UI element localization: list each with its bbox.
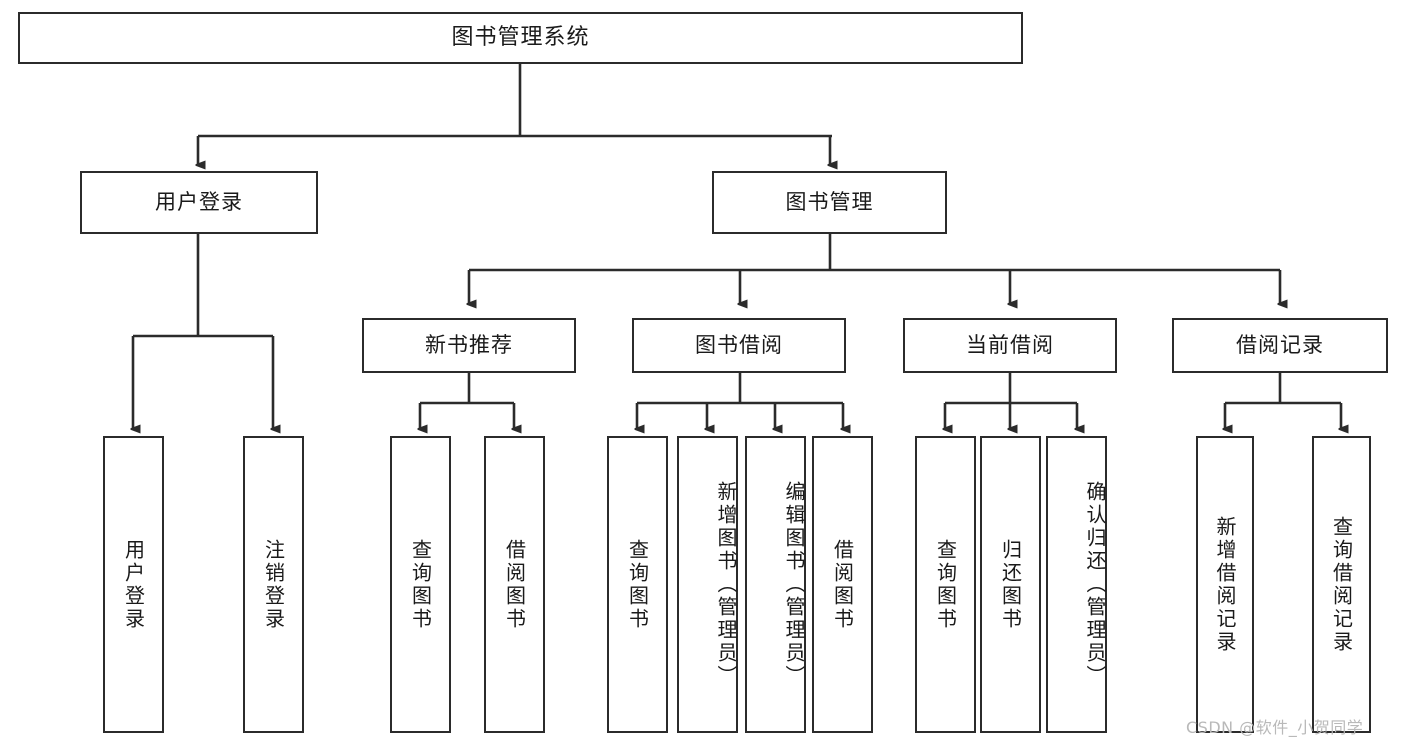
leaf-user-login-signin[interactable]: 用户登录 (103, 436, 164, 733)
node-current-borrow[interactable]: 当前借阅 (903, 318, 1117, 373)
node-root-system[interactable]: 图书管理系统 (18, 12, 1023, 64)
leaf-current-confirm-return-admin[interactable]: 确认归还（管理员） (1046, 436, 1107, 733)
leaf-record-add-borrow-record[interactable]: 新增借阅记录 (1196, 436, 1254, 733)
leaf-current-query-book[interactable]: 查询图书 (915, 436, 976, 733)
leaf-recommend-query-book[interactable]: 查询图书 (390, 436, 451, 733)
leaf-current-return-book[interactable]: 归还图书 (980, 436, 1041, 733)
leaf-user-login-signout[interactable]: 注销登录 (243, 436, 304, 733)
node-book-management[interactable]: 图书管理 (712, 171, 947, 234)
node-new-book-recommend[interactable]: 新书推荐 (362, 318, 576, 373)
leaf-record-query-borrow-record[interactable]: 查询借阅记录 (1312, 436, 1371, 733)
leaf-borrow-borrow-book[interactable]: 借阅图书 (812, 436, 873, 733)
csdn-watermark: CSDN @软件_小贺同学 (1186, 718, 1364, 737)
node-borrow-record[interactable]: 借阅记录 (1172, 318, 1388, 373)
node-user-login[interactable]: 用户登录 (80, 171, 318, 234)
leaf-borrow-query-book[interactable]: 查询图书 (607, 436, 668, 733)
leaf-recommend-borrow-book[interactable]: 借阅图书 (484, 436, 545, 733)
node-book-borrow[interactable]: 图书借阅 (632, 318, 846, 373)
leaf-borrow-edit-book-admin[interactable]: 编辑图书（管理员） (745, 436, 806, 733)
leaf-borrow-add-book-admin[interactable]: 新增图书（管理员） (677, 436, 738, 733)
